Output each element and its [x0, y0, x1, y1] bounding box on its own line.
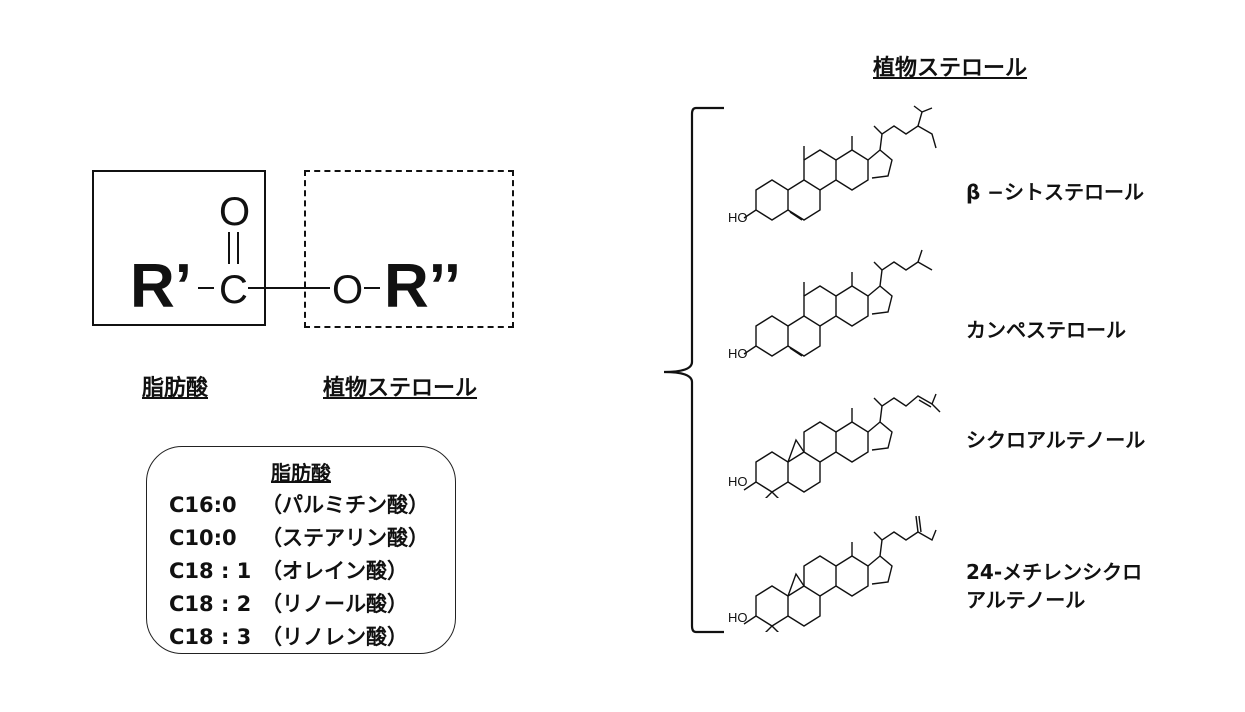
fatty-acid-code: C18 : 3: [169, 625, 252, 649]
sterol-name: 24-メチレンシクロ: [966, 560, 1143, 584]
hydroxyl-label: HO: [728, 474, 748, 489]
list-item: C18 : 3 （リノレン酸）: [169, 621, 408, 651]
sterol-name-line2: アルテノール: [966, 588, 1086, 612]
sterol-structure: HO: [728, 393, 941, 498]
fatty-acid-name: （オレイン酸）: [261, 559, 408, 583]
c-o-bond: [248, 287, 330, 289]
fatty-acid-code: C18 : 2: [169, 592, 252, 616]
sterol-structure: HO: [728, 105, 937, 225]
fatty-acid-label: 脂肪酸: [142, 376, 209, 401]
curly-brace: [663, 106, 724, 634]
carbonyl-carbon: C: [219, 268, 248, 312]
fatty-acid-code: C18 : 1: [169, 559, 252, 583]
fatty-acid-box: [92, 170, 266, 326]
hydroxyl-label: HO: [728, 346, 748, 361]
list-item: C10:0 （ステアリン酸）: [169, 522, 429, 552]
list-item: C18 : 1 （オレイン酸）: [169, 555, 408, 585]
ester-oxygen: O: [332, 268, 364, 312]
fatty-acid-name: （リノレン酸）: [261, 625, 408, 649]
fatty-acid-list-title: 脂肪酸: [271, 461, 331, 485]
r-prime-label: R’: [130, 252, 192, 321]
double-bond-right: [237, 232, 239, 264]
r-c-bond: [198, 287, 214, 289]
list-item: C16:0 （パルミチン酸）: [169, 489, 429, 519]
double-bond-left: [228, 232, 230, 264]
sterol-name: カンペステロール: [966, 318, 1126, 342]
carbonyl-oxygen: O: [219, 190, 251, 234]
phytosterol-label: 植物ステロール: [323, 376, 478, 401]
fatty-acid-name: （リノール酸）: [261, 592, 408, 616]
list-item: C18 : 2 （リノール酸）: [169, 588, 408, 618]
sterol-structure: HO: [728, 249, 933, 361]
r-double-prime-label: R’’: [384, 252, 461, 321]
fatty-acid-code: C16:0: [169, 493, 237, 517]
hydroxyl-label: HO: [728, 610, 748, 625]
sterol-structure: HO: [728, 515, 937, 632]
sterol-name: シクロアルテノール: [966, 428, 1146, 452]
phytosterol-box: [304, 170, 514, 328]
sterol-name: β −シトステロール: [966, 180, 1145, 204]
phytosterol-title: 植物ステロール: [873, 56, 1028, 81]
fatty-acid-code: C10:0: [169, 526, 237, 550]
fatty-acid-list: 脂肪酸 C16:0 （パルミチン酸） C10:0 （ステアリン酸） C18 : 1 （…: [146, 446, 456, 654]
hydroxyl-label: HO: [728, 210, 748, 225]
o-r-bond: [364, 287, 380, 289]
fatty-acid-name: （ステアリン酸）: [261, 526, 429, 550]
fatty-acid-name: （パルミチン酸）: [261, 493, 429, 517]
